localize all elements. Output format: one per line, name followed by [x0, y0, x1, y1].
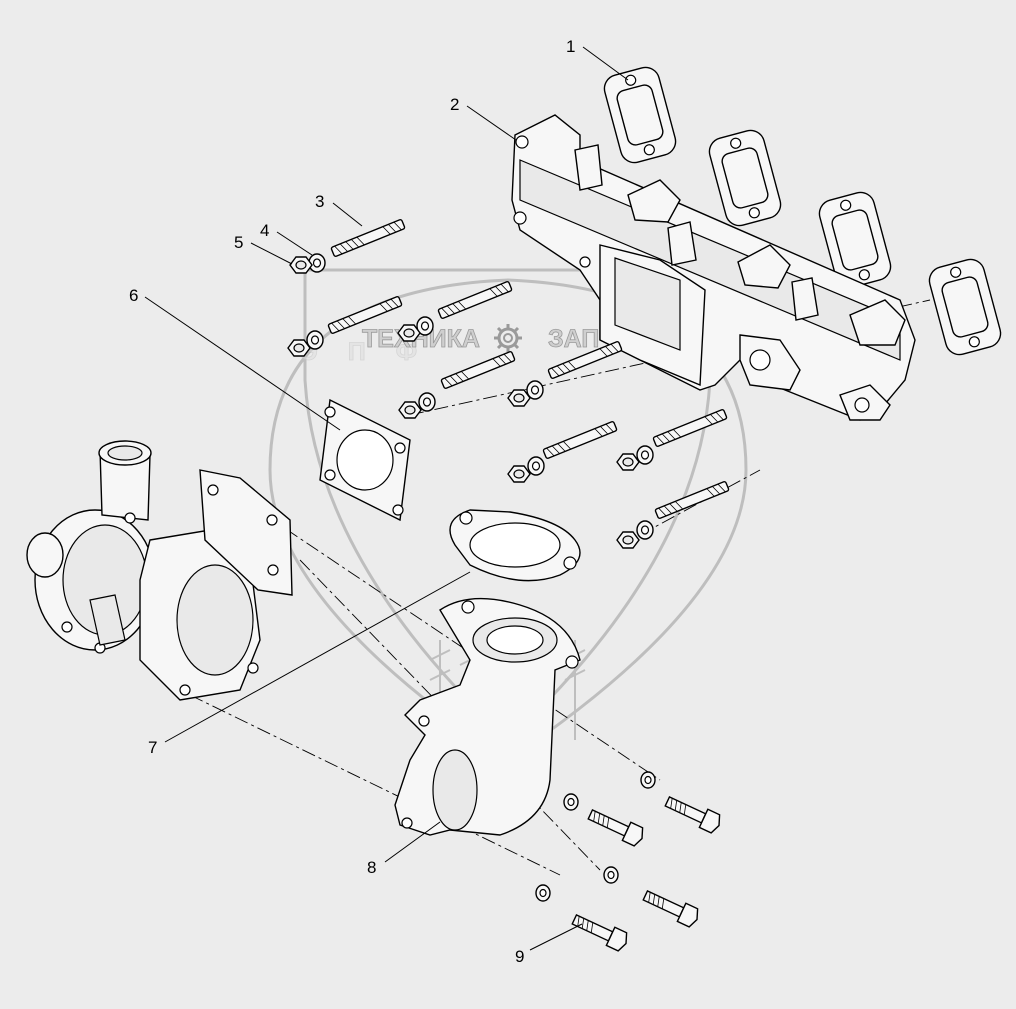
exhaust-elbow: [394, 597, 581, 836]
callout-2: 2: [450, 95, 459, 114]
flange-gasket: [319, 398, 411, 522]
manifold-gasket-2: [708, 129, 782, 227]
manifold-gasket-4: [928, 258, 1002, 356]
gear-icon: [494, 324, 522, 352]
nuts: [287, 256, 640, 549]
bolts: [535, 771, 721, 952]
leader-lines: [144, 46, 629, 951]
manifold-gasket-3: [818, 191, 892, 289]
studs: [327, 219, 730, 519]
callout-3: 3: [315, 192, 324, 211]
washers: [306, 253, 654, 540]
callout-9: 9: [515, 947, 524, 966]
turbocharger: [26, 440, 293, 701]
callout-8: 8: [367, 858, 376, 877]
callout-5: 5: [234, 233, 243, 252]
manifold-gasket-1: [603, 66, 677, 164]
callout-4: 4: [260, 221, 269, 240]
callout-6: 6: [129, 286, 138, 305]
elbow-gasket: [449, 509, 581, 582]
callout-7: 7: [148, 738, 157, 757]
callout-1: 1: [566, 37, 575, 56]
